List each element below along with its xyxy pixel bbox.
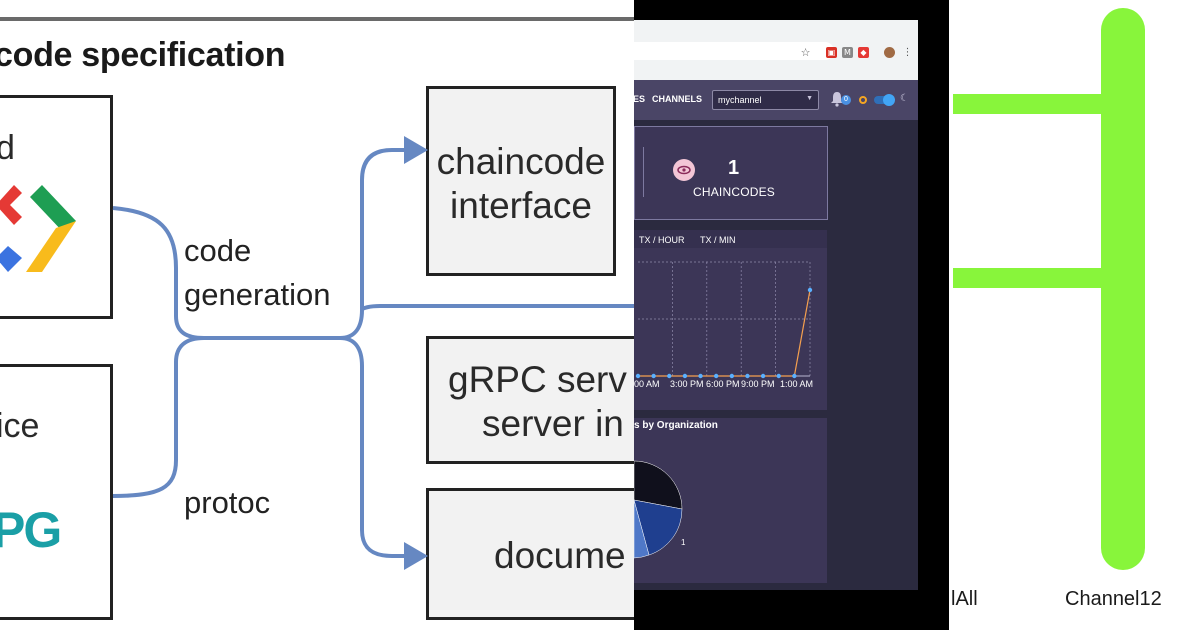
x-tick-label: 3:00 PM bbox=[670, 379, 704, 389]
code-generation-label-line1: code bbox=[184, 233, 252, 268]
data-point bbox=[698, 373, 703, 379]
documentation-box-label: docume bbox=[494, 535, 626, 576]
code-generation-label-line2: generation bbox=[184, 277, 331, 312]
channel-select-value: mychannel bbox=[718, 95, 762, 105]
sun-icon bbox=[859, 96, 867, 104]
x-tick-label: 6:00 PM bbox=[706, 379, 740, 389]
data-point bbox=[682, 373, 688, 379]
grpc-logo-text: PG bbox=[0, 502, 62, 558]
series-line bbox=[638, 289, 811, 377]
vertical-bar bbox=[1101, 8, 1145, 570]
address-bar[interactable] bbox=[634, 42, 834, 60]
tx-line-chart bbox=[635, 261, 813, 379]
data-point bbox=[807, 287, 813, 293]
tab-tx-hour[interactable]: TX / HOUR bbox=[639, 235, 685, 245]
data-point bbox=[729, 373, 735, 379]
chevron-down-icon: ▼ bbox=[806, 95, 813, 102]
connector-arrows bbox=[112, 136, 634, 570]
source-box-bottom bbox=[0, 364, 113, 620]
data-point bbox=[713, 373, 719, 379]
grpc-box-line2: server in bbox=[482, 403, 624, 444]
data-point bbox=[635, 373, 641, 379]
horizontal-bar-top bbox=[953, 94, 1105, 114]
chaincode-count: 1 bbox=[728, 157, 740, 179]
bookmark-star-icon[interactable]: ☆ bbox=[800, 46, 811, 59]
grpc-box-line1: gRPC serv bbox=[448, 359, 627, 400]
profile-avatar-icon[interactable] bbox=[884, 47, 895, 58]
top-rule bbox=[0, 17, 634, 21]
nav-item-partial[interactable]: ES bbox=[634, 94, 646, 104]
chaincode-box-line2: interface bbox=[450, 185, 592, 226]
x-tick-label: 9:00 PM bbox=[741, 379, 775, 389]
horizontal-bar-bottom bbox=[953, 268, 1105, 288]
org-pie-chart bbox=[634, 460, 683, 559]
nav-item-channels[interactable]: CHANNELS bbox=[652, 94, 703, 104]
stats-divider bbox=[643, 147, 644, 197]
diagram-title: code specification bbox=[0, 36, 286, 74]
notification-count-badge: 0 bbox=[841, 95, 851, 105]
source-box-bottom-label: ice bbox=[0, 407, 40, 445]
moon-icon: ☾ bbox=[900, 93, 909, 104]
grpc-server-box bbox=[426, 336, 634, 464]
data-point bbox=[667, 373, 672, 379]
data-point bbox=[745, 373, 750, 379]
notification-bell-icon[interactable] bbox=[830, 91, 844, 107]
dashboard-app: ES CHANNELS mychannel ▼ 0 ☾ 1 CHAINCO bbox=[634, 80, 918, 590]
channel-bars-panel: lAll Channel12 bbox=[949, 0, 1200, 630]
data-point bbox=[651, 373, 656, 379]
chaincode-interface-box bbox=[426, 86, 616, 276]
code-logo-icon bbox=[0, 185, 76, 272]
documentation-box bbox=[426, 488, 634, 620]
extension-icon-1[interactable]: ▣ bbox=[826, 47, 837, 58]
browser-toolbar: ☆ ▣ M ◆ ⋮ bbox=[634, 20, 918, 80]
gmail-icon[interactable]: M bbox=[842, 47, 853, 58]
chaincode-icon bbox=[673, 159, 695, 181]
tx-chart-card: TX / HOUR TX / MIN 00 AM 3:00 PM 6:00 PM… bbox=[634, 230, 827, 410]
tab-tx-min[interactable]: TX / MIN bbox=[700, 235, 736, 245]
data-point bbox=[760, 373, 766, 379]
data-point bbox=[776, 373, 781, 379]
theme-toggle[interactable] bbox=[874, 94, 895, 106]
source-box-top-label: d bbox=[0, 129, 15, 167]
pie-card-title: s by Organization bbox=[634, 420, 718, 431]
x-tick-label: 1:00 AM bbox=[780, 379, 814, 389]
dashboard-screenshot-panel: ☆ ▣ M ◆ ⋮ ES CHANNELS mychannel ▼ 0 ☾ bbox=[634, 0, 949, 630]
stats-card: 1 CHAINCODES bbox=[634, 126, 828, 220]
top-navbar: ES CHANNELS mychannel ▼ 0 ☾ bbox=[634, 80, 918, 120]
diagram-panel: code specification d ice PG chaincode in… bbox=[0, 17, 634, 620]
x-tick-label: 00 AM bbox=[634, 379, 660, 389]
channel-select[interactable]: mychannel ▼ bbox=[712, 90, 819, 110]
org-pie-card: s by Organization 1 bbox=[634, 418, 827, 583]
channel-label-12: Channel12 bbox=[1065, 588, 1162, 610]
protoc-label: protoc bbox=[184, 485, 271, 520]
extension-icon-2[interactable]: ◆ bbox=[858, 47, 869, 58]
chart-tab-strip bbox=[634, 230, 827, 248]
chaincode-box-line1: chaincode bbox=[436, 141, 606, 182]
channel-label-all: lAll bbox=[951, 588, 978, 610]
browser-menu-icon[interactable]: ⋮ bbox=[902, 47, 913, 58]
chaincode-count-label: CHAINCODES bbox=[693, 185, 776, 199]
pie-value-label: 1 bbox=[681, 538, 686, 547]
data-point bbox=[792, 373, 797, 379]
